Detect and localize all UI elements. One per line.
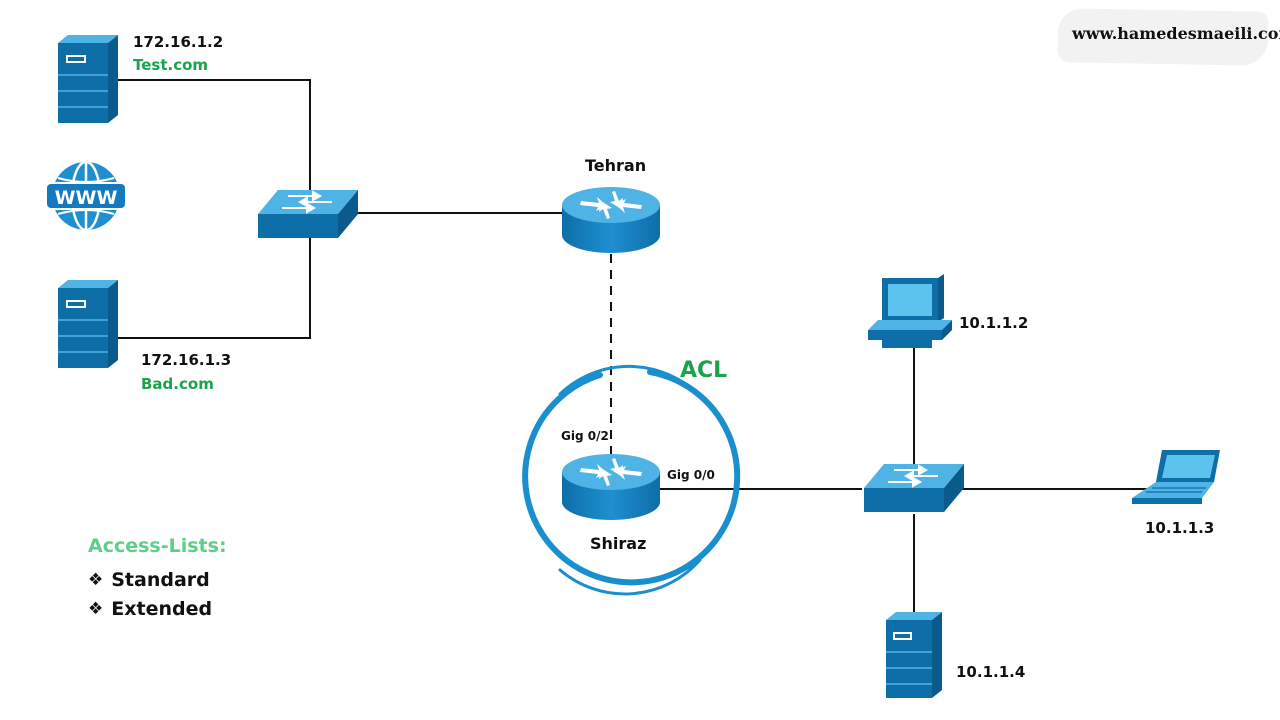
legend-item-extended: ❖ Extended bbox=[88, 594, 227, 623]
acl-ring bbox=[522, 364, 741, 596]
server-icon-lan bbox=[886, 612, 942, 698]
router-label-shiraz: Shiraz bbox=[590, 534, 647, 553]
link-test-server-switch bbox=[118, 79, 311, 190]
legend-item-label: Standard bbox=[111, 568, 210, 591]
access-lists-legend: Access-Lists: ❖ Standard ❖ Extended bbox=[88, 535, 227, 623]
router-icon-tehran bbox=[562, 187, 660, 253]
watermark-text: www.hamedesmaeili.com bbox=[1072, 24, 1280, 43]
bad-server-ip: 172.16.1.3 bbox=[141, 351, 232, 369]
www-globe-icon: WWW bbox=[45, 160, 127, 232]
legend-item-standard: ❖ Standard bbox=[88, 565, 227, 594]
port-label-gig-0-2: Gig 0/2 bbox=[561, 429, 609, 443]
www-label: WWW bbox=[55, 187, 118, 209]
laptop-icon bbox=[1132, 450, 1220, 504]
desktop-icon bbox=[868, 274, 952, 348]
router-icon-shiraz bbox=[562, 454, 660, 520]
pc-ip: 10.1.1.2 bbox=[959, 314, 1029, 332]
port-label-gig-0-0: Gig 0/0 bbox=[667, 468, 715, 482]
switch-icon-left bbox=[258, 190, 358, 238]
test-server-domain: Test.com bbox=[133, 56, 209, 74]
link-bad-server-switch bbox=[118, 238, 311, 339]
laptop-ip: 10.1.1.3 bbox=[1145, 519, 1215, 537]
bad-server-domain: Bad.com bbox=[141, 375, 214, 393]
acl-label: ACL bbox=[680, 358, 728, 383]
server-icon-test bbox=[58, 35, 118, 123]
legend-title: Access-Lists: bbox=[88, 535, 227, 557]
router-label-tehran: Tehran bbox=[585, 156, 647, 175]
lan-server-ip: 10.1.1.4 bbox=[956, 663, 1026, 681]
server-icon-bad bbox=[58, 280, 118, 368]
diamond-bullet-icon: ❖ bbox=[88, 569, 104, 590]
links bbox=[118, 79, 1150, 612]
diamond-bullet-icon: ❖ bbox=[88, 598, 104, 619]
switch-icon-lan bbox=[864, 464, 964, 512]
legend-item-label: Extended bbox=[111, 597, 213, 620]
test-server-ip: 172.16.1.2 bbox=[133, 33, 224, 51]
